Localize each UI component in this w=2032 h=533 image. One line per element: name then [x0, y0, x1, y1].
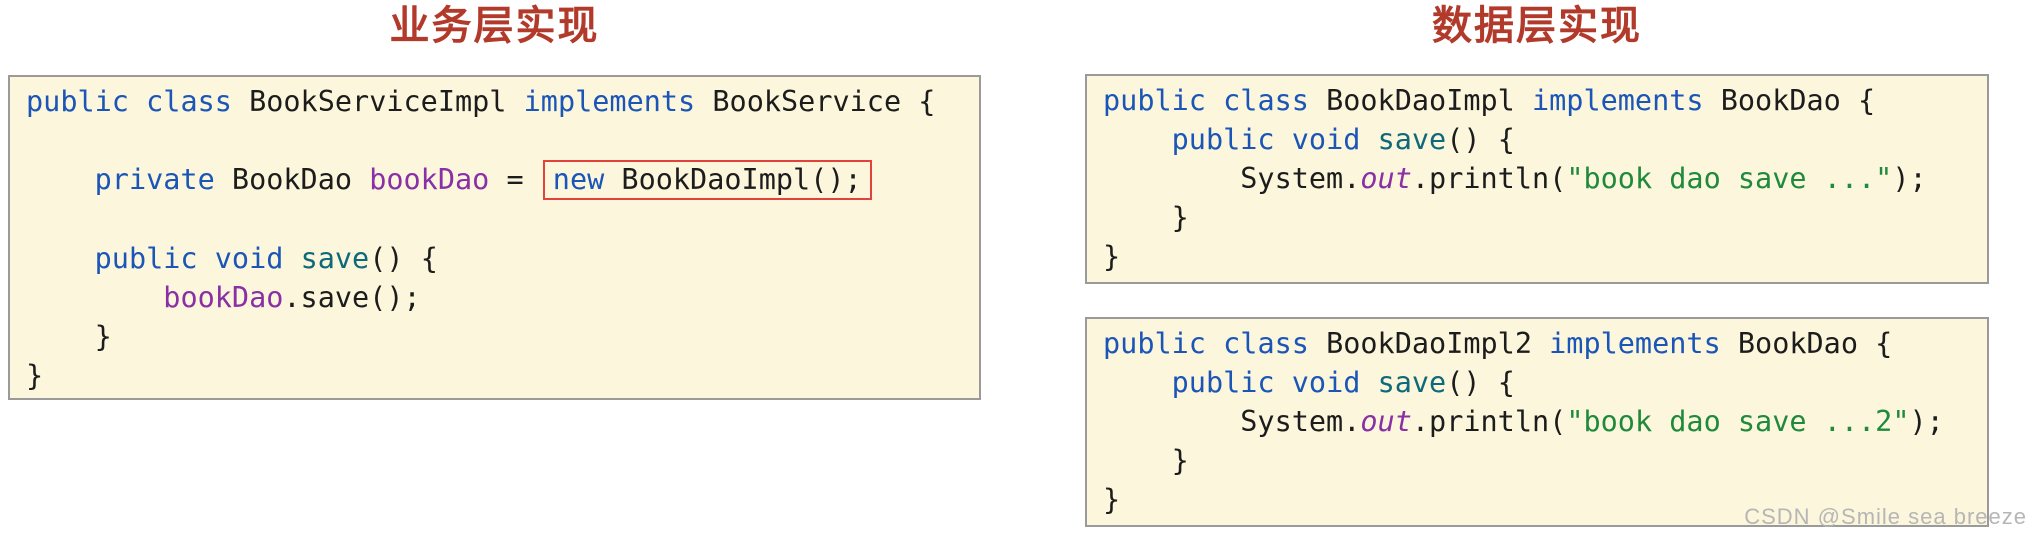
code-line [26, 200, 963, 239]
code-line: public void save() { [94, 242, 438, 275]
code-line: } [1103, 201, 1189, 234]
code-line: public class BookDaoImpl implements Book… [1103, 84, 1876, 117]
code-line: bookDao.save(); [163, 281, 421, 314]
data-layer-code-impl1: public class BookDaoImpl implements Book… [1103, 81, 1971, 276]
business-layer-title: 业务层实现 [389, 4, 600, 48]
data-layer-code-impl2: public class BookDaoImpl2 implements Boo… [1103, 324, 1971, 519]
code-line: private BookDao bookDao = new BookDaoImp… [26, 160, 963, 200]
code-line: } [1103, 444, 1189, 477]
code-line [26, 121, 963, 160]
highlight-red-box: new BookDaoImpl(); [542, 160, 872, 200]
code-line: System.out.println("book dao save ..."); [1103, 162, 1927, 195]
code-line: } [26, 320, 112, 353]
code-block-data-layer-impl2: public class BookDaoImpl2 implements Boo… [1085, 317, 1989, 527]
csdn-watermark: CSDN @Smile sea breeze [1744, 504, 2027, 529]
business-layer-code: public class BookServiceImpl implements … [26, 82, 963, 395]
code-line: public class BookServiceImpl implements … [26, 85, 936, 118]
code-line: } [26, 359, 44, 392]
code-line: public class BookDaoImpl2 implements Boo… [1103, 327, 1893, 360]
code-line: } [1103, 240, 1121, 273]
code-line: } [1103, 483, 1121, 516]
code-line: public void save() { [1171, 366, 1515, 399]
code-block-data-layer-impl1: public class BookDaoImpl implements Book… [1085, 74, 1989, 284]
code-line: System.out.println("book dao save ...2")… [1103, 405, 1944, 438]
data-layer-title: 数据层实现 [1432, 4, 1642, 48]
code-line: public void save() { [1171, 123, 1515, 156]
code-block-business-layer: public class BookServiceImpl implements … [8, 75, 981, 400]
